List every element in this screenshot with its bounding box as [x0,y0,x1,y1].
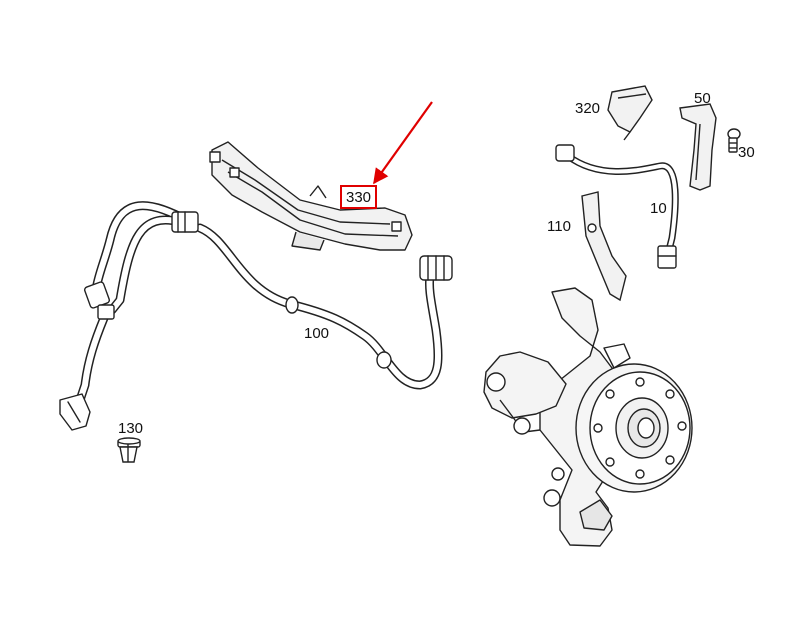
bracket-50 [679,103,717,191]
wiring-harness-100 [59,201,453,431]
cable-holder-320 [607,85,653,141]
label-part-320: 320 [575,100,601,117]
cable-bracket-110 [581,191,627,302]
wheel-hub [575,363,693,493]
label-part-30: 30 [738,144,755,161]
screw-30 [727,128,741,153]
label-part-110: 110 [547,218,571,235]
wheel-speed-sensor-10 [555,144,679,269]
label-part-100: 100 [304,325,330,342]
highlight-arrow [373,101,433,185]
label-part-50: 50 [694,90,711,107]
cover-330 [209,141,413,251]
label-part-330-highlighted: 330 [340,185,377,209]
bolt-130 [117,437,141,463]
label-part-130: 130 [118,420,144,437]
label-part-10: 10 [650,200,667,217]
